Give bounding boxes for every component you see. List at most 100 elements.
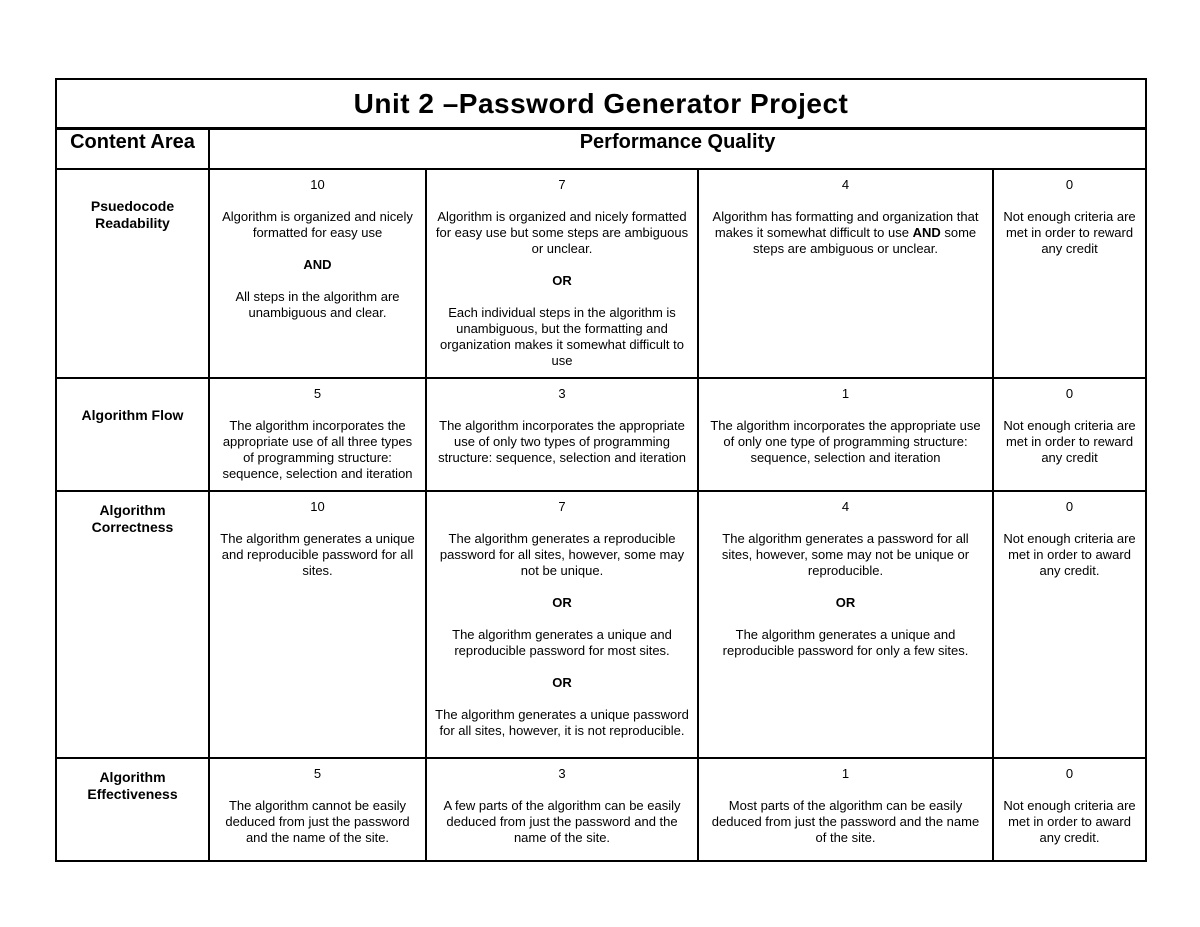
connector-word: OR bbox=[552, 675, 572, 690]
criteria-text-run: Algorithm is organized and nicely format… bbox=[435, 209, 689, 256]
criteria-text-run: The algorithm generates a password for a… bbox=[721, 531, 970, 578]
criteria-text-run: The algorithm generates a unique and rep… bbox=[452, 627, 672, 658]
criteria-text-run: The algorithm generates a unique and rep… bbox=[220, 531, 415, 578]
criteria-text: The algorithm generates a unique and rep… bbox=[434, 627, 690, 659]
page-title: Unit 2 –Password Generator Project bbox=[54, 78, 1148, 130]
score-value: 3 bbox=[558, 766, 566, 781]
content-area-label: Algorithm Correctness bbox=[55, 490, 210, 759]
content-area-label: Psuedocode Readability bbox=[55, 168, 210, 379]
criteria-text-run: Most parts of the algorithm can be easil… bbox=[711, 798, 980, 845]
criteria-text: The algorithm generates a unique passwor… bbox=[434, 707, 690, 739]
score-value: 0 bbox=[1065, 766, 1074, 781]
criteria-text-run: A few parts of the algorithm can be easi… bbox=[443, 798, 681, 845]
criteria-text: Not enough criteria are met in order to … bbox=[1001, 209, 1138, 257]
column-header-performance-quality: Performance Quality bbox=[207, 127, 1148, 170]
criteria-text: Most parts of the algorithm can be easil… bbox=[706, 798, 985, 846]
criteria-text: OR bbox=[706, 595, 985, 611]
criteria-text: OR bbox=[434, 595, 690, 611]
criteria-text-run: The algorithm generates a unique passwor… bbox=[435, 707, 689, 738]
connector-word: OR bbox=[552, 595, 572, 610]
criteria-text: Not enough criteria are met in order to … bbox=[1001, 418, 1138, 466]
criteria-text: Not enough criteria are met in order to … bbox=[1001, 798, 1138, 846]
score-value: 0 bbox=[1065, 499, 1074, 514]
criteria-text: AND bbox=[217, 257, 418, 273]
criteria-text-run: some steps are ambiguous or unclear. bbox=[753, 225, 977, 256]
criteria-text-run: Each individual steps in the algorithm i… bbox=[440, 305, 684, 368]
criteria-text: The algorithm generates a unique and rep… bbox=[706, 627, 985, 659]
score-value: 0 bbox=[1065, 177, 1074, 192]
criteria-text: Each individual steps in the algorithm i… bbox=[434, 305, 690, 369]
score-value: 10 bbox=[310, 177, 325, 192]
criteria-text: OR bbox=[434, 273, 690, 289]
rubric-table: Unit 2 –Password Generator Project Conte… bbox=[54, 78, 1148, 862]
score-value: 5 bbox=[313, 386, 322, 401]
criteria-text: The algorithm generates a reproducible p… bbox=[434, 531, 690, 579]
criteria-text-run: Not enough criteria are met in order to … bbox=[1003, 418, 1136, 465]
criteria-text-run: The algorithm cannot be easily deduced f… bbox=[225, 798, 410, 845]
score-value: 10 bbox=[310, 499, 325, 514]
score-value: 0 bbox=[1065, 386, 1074, 401]
criteria-text: A few parts of the algorithm can be easi… bbox=[434, 798, 690, 846]
content-area-label: Algorithm Effectiveness bbox=[55, 757, 210, 862]
document-page: Unit 2 –Password Generator Project Conte… bbox=[54, 78, 1148, 862]
criteria-text-run: The algorithm generates a reproducible p… bbox=[439, 531, 685, 578]
column-header-content-area: Content Area bbox=[55, 127, 210, 170]
criteria-cell: 3 A few parts of the algorithm can be eas… bbox=[425, 757, 699, 862]
score-value: 1 bbox=[841, 386, 850, 401]
content-area-label: Algorithm Flow bbox=[55, 377, 210, 492]
criteria-text: Algorithm is organized and nicely format… bbox=[217, 209, 418, 241]
title-row: Unit 2 –Password Generator Project bbox=[54, 78, 1148, 130]
score-value: 7 bbox=[558, 499, 566, 514]
criteria-text-run: Not enough criteria are met in order to … bbox=[1003, 798, 1136, 845]
score-value: 1 bbox=[841, 766, 850, 781]
criteria-text-run: The algorithm incorporates the appropria… bbox=[710, 418, 981, 465]
criteria-text: The algorithm generates a password for a… bbox=[706, 531, 985, 579]
score-value: 4 bbox=[841, 499, 850, 514]
criteria-text-run: The algorithm incorporates the appropria… bbox=[438, 418, 686, 465]
score-value: 3 bbox=[558, 386, 566, 401]
criteria-text: The algorithm generates a unique and rep… bbox=[217, 531, 418, 579]
criteria-text: Algorithm has formatting and organizatio… bbox=[706, 209, 985, 257]
criteria-text: The algorithm incorporates the appropria… bbox=[434, 418, 690, 466]
connector-word: OR bbox=[552, 273, 572, 288]
criteria-text: OR bbox=[434, 675, 690, 691]
score-value: 5 bbox=[313, 766, 322, 781]
score-value: 4 bbox=[841, 177, 850, 192]
connector-word: AND bbox=[912, 225, 941, 240]
column-header-row: Content Area Performance Quality bbox=[55, 127, 1148, 170]
criteria-text-run: Not enough criteria are met in order to … bbox=[1003, 531, 1136, 578]
criteria-text: Algorithm is organized and nicely format… bbox=[434, 209, 690, 257]
criteria-text-run: All steps in the algorithm are unambiguo… bbox=[235, 289, 400, 320]
score-value: 7 bbox=[558, 177, 566, 192]
criteria-text: The algorithm cannot be easily deduced f… bbox=[217, 798, 418, 846]
criteria-text-run: The algorithm incorporates the appropria… bbox=[222, 418, 413, 481]
criteria-text: The algorithm incorporates the appropria… bbox=[217, 418, 418, 482]
criteria-text: Not enough criteria are met in order to … bbox=[1001, 531, 1138, 579]
connector-word: AND bbox=[303, 257, 332, 272]
criteria-text-run: Algorithm is organized and nicely format… bbox=[222, 209, 413, 240]
criteria-text-run: Algorithm has formatting and organizatio… bbox=[712, 209, 979, 240]
criteria-text: All steps in the algorithm are unambiguo… bbox=[217, 289, 418, 321]
criteria-text: The algorithm incorporates the appropria… bbox=[706, 418, 985, 466]
